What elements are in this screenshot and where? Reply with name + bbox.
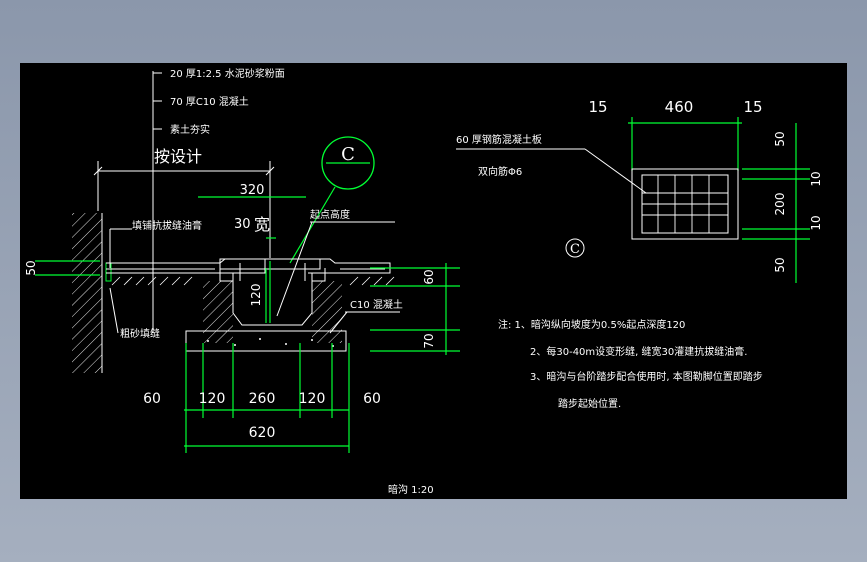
coarse-sand-label: 粗砂填缝 — [120, 327, 160, 340]
design-label: 按设计 — [154, 147, 202, 166]
wall-hatch — [72, 213, 102, 373]
fill-asphalt-label: 填铺抗拔缝油膏 — [132, 219, 202, 232]
dim-depth-120: 120 — [249, 284, 263, 307]
slab-dim-10-bottom: 10 — [809, 215, 823, 230]
slab-detail: 15 460 15 60 厚钢筋混凝土板 双向筋Φ6 50 — [456, 98, 823, 283]
dim-b60-right: 60 — [363, 391, 381, 407]
note-2: 2、每30-40m设变形缝, 缝宽30灌建抗拔缝油膏. — [530, 345, 747, 358]
note-3: 3、暗沟与台阶踏步配合使用时, 本图勒脚位置即踏步 — [530, 370, 763, 383]
slab-callout-letter: C — [570, 242, 580, 257]
slab-dim-10-top: 10 — [809, 171, 823, 186]
slab-outline — [631, 168, 739, 240]
detail-callout-circle — [321, 136, 375, 190]
slab-title: 60 厚钢筋混凝土板 — [456, 133, 542, 146]
slab-dim-200: 200 — [773, 193, 787, 216]
callout-leader — [289, 186, 336, 264]
note-1: 注: 1、暗沟纵向坡度为0.5%起点深度120 — [498, 318, 685, 331]
layer2-label: 70 厚C10 混凝土 — [170, 95, 249, 108]
dim-320: 320 — [240, 183, 265, 198]
left-dim-50: 50 — [24, 260, 38, 275]
start-elev-label: 起点高度 — [310, 208, 350, 221]
slab-dim-15-left: 15 — [588, 98, 607, 116]
slab-dim-15-right: 15 — [743, 98, 762, 116]
trench-wall-right — [312, 281, 342, 343]
dim-b620: 620 — [249, 425, 276, 441]
drawing-canvas: 20 厚1:2.5 水泥砂浆粉面 70 厚C10 混凝土 素土夯实 按设计 32… — [20, 63, 847, 499]
cad-drawing: 20 厚1:2.5 水泥砂浆粉面 70 厚C10 混凝土 素土夯实 按设计 32… — [24, 67, 823, 496]
slab-callout-circle — [565, 238, 585, 258]
section-drawing: 20 厚1:2.5 水泥砂浆粉面 70 厚C10 混凝土 素土夯实 按设计 32… — [24, 67, 460, 453]
dim-30: 30 — [234, 217, 251, 232]
dim-b120-left: 120 — [199, 391, 226, 407]
dim-b60-left: 60 — [143, 391, 161, 407]
dim-b120-right: 120 — [299, 391, 326, 407]
trench-wall-left — [203, 281, 233, 343]
slab-dim-460: 460 — [665, 98, 694, 116]
kuan-label: 宽 — [254, 215, 270, 234]
note-4: 踏步起始位置. — [558, 397, 621, 410]
layer3-label: 素土夯实 — [170, 123, 210, 136]
c10-base — [185, 330, 347, 352]
notes: 注: 1、暗沟纵向坡度为0.5%起点深度120 2、每30-40m设变形缝, 缝… — [498, 318, 763, 410]
right-dim-70: 70 — [422, 333, 436, 348]
slab-dim-50-top: 50 — [773, 131, 787, 146]
slab-rebar: 双向筋Φ6 — [478, 165, 522, 178]
detail-callout-letter: C — [341, 144, 355, 165]
layer1-label: 20 厚1:2.5 水泥砂浆粉面 — [170, 67, 285, 80]
slab-dim-50-bottom: 50 — [773, 257, 787, 272]
right-dim-60: 60 — [422, 269, 436, 284]
c10-label: C10 混凝土 — [350, 298, 403, 311]
drawing-caption: 暗沟 1:20 — [388, 483, 434, 496]
trench-channel — [232, 273, 313, 326]
pavement-left — [106, 262, 221, 274]
dim-b260: 260 — [249, 391, 276, 407]
